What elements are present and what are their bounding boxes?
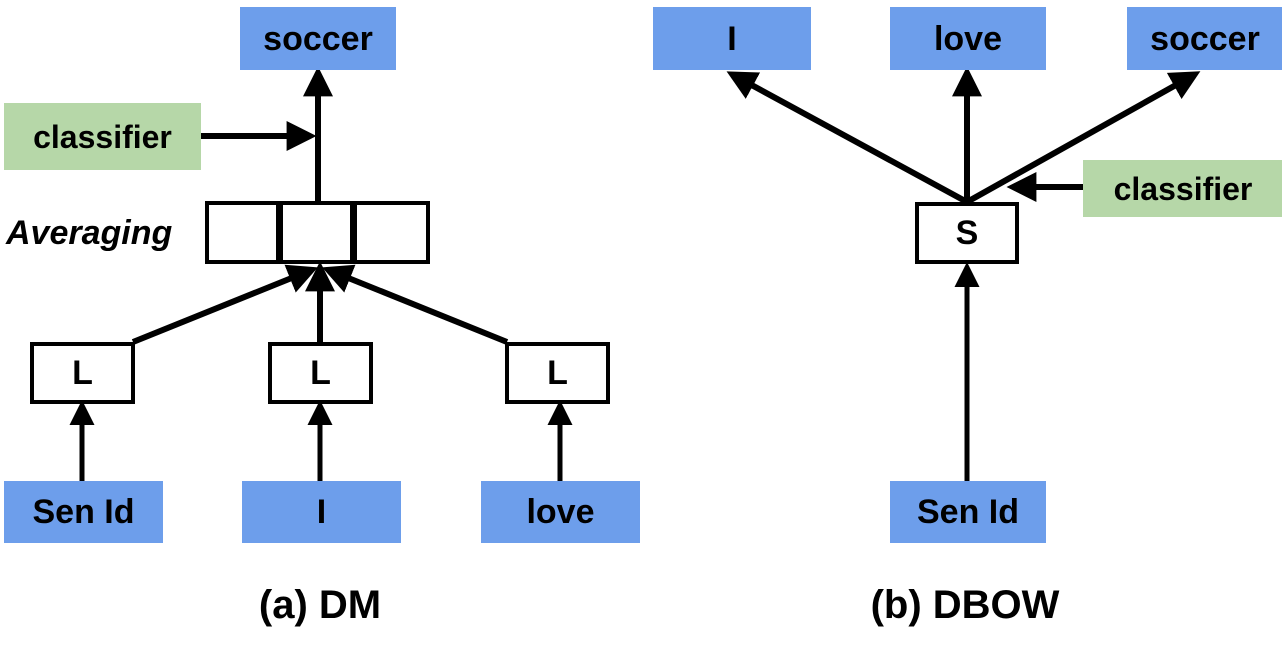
dm-input-token-2[interactable]: I: [242, 481, 401, 543]
dbow-input-token[interactable]: Sen Id: [890, 481, 1046, 543]
edge-hidden-s-to-output-i: [726, 71, 969, 205]
dm-input-token-1[interactable]: Sen Id: [4, 481, 163, 543]
dm-hidden-unit-2-label: L: [310, 354, 331, 392]
dm-classifier-box[interactable]: classifier: [4, 103, 201, 170]
dbow-output-word-1[interactable]: I: [653, 7, 811, 70]
dm-hidden-unit-2[interactable]: L: [268, 342, 373, 404]
dbow-output-word-1-label: I: [727, 19, 737, 58]
dm-hidden-unit-3-label: L: [547, 354, 568, 392]
dbow-caption: (b) DBOW: [870, 583, 1060, 627]
dbow-hidden-unit-s[interactable]: S: [915, 202, 1019, 264]
dm-caption: (a) DM: [258, 583, 382, 627]
dm-edges: [69, 66, 573, 481]
dm-averaging-cell-1[interactable]: [205, 201, 280, 264]
dm-classifier-label: classifier: [33, 118, 172, 155]
dm-input-token-2-label: I: [316, 493, 327, 531]
dm-hidden-unit-1[interactable]: L: [30, 342, 135, 404]
dbow-hidden-unit-s-label: S: [955, 214, 979, 252]
dm-input-token-1-label: Sen Id: [32, 493, 135, 531]
edge-hidden-s-to-output-soccer: [965, 71, 1201, 205]
dbow-input-token-label: Sen Id: [916, 493, 1020, 531]
dbow-output-word-2-label: love: [933, 19, 1003, 58]
dm-input-token-3-label: love: [526, 493, 595, 531]
dbow-classifier-box[interactable]: classifier: [1083, 160, 1282, 217]
dbow-output-word-3[interactable]: soccer: [1127, 7, 1282, 70]
dbow-output-word-2[interactable]: love: [890, 7, 1046, 70]
dm-averaging-cell-3[interactable]: [353, 201, 430, 264]
dbow-output-word-3-label: soccer: [1150, 19, 1260, 58]
dm-hidden-unit-3[interactable]: L: [505, 342, 610, 404]
dm-averaging-label: Averaging: [6, 214, 173, 252]
dm-hidden-unit-1-label: L: [72, 354, 93, 392]
dm-input-token-3[interactable]: love: [481, 481, 640, 543]
dm-output-word-label: soccer: [263, 19, 373, 58]
dm-averaging-cell-2[interactable]: [279, 201, 354, 264]
edge-hidden-1-to-averaging: [131, 264, 318, 345]
dbow-classifier-label: classifier: [1113, 170, 1253, 207]
dm-output-word-box[interactable]: soccer: [240, 7, 396, 70]
dbow-edges: [726, 66, 1201, 481]
edge-hidden-3-to-averaging: [322, 264, 509, 345]
